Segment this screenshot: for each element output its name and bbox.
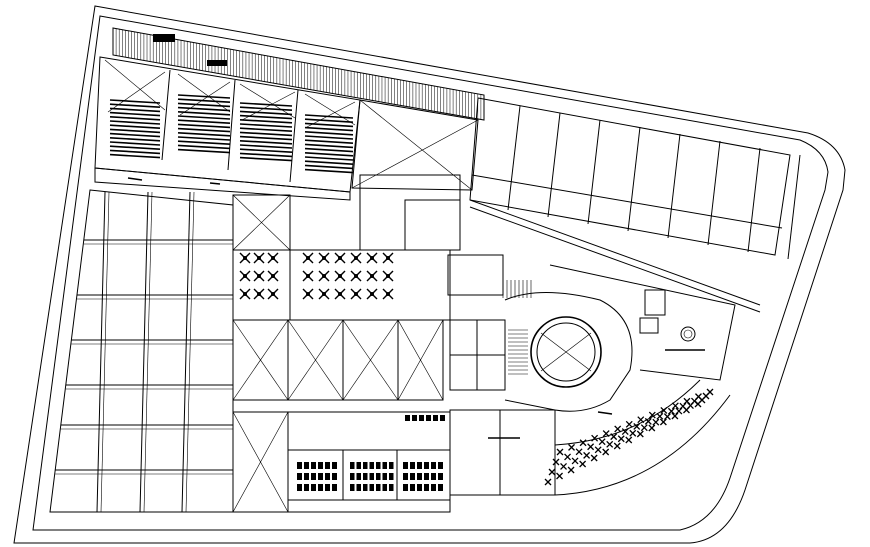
circular-atrium (502, 280, 633, 412)
right-upper-grid (469, 97, 801, 313)
central-blocks (232, 174, 556, 513)
site-boundary (13, 5, 846, 544)
curved-seating (544, 379, 731, 496)
auditorium-block (94, 56, 361, 201)
left-open-grid (49, 189, 234, 513)
right-sector (549, 264, 736, 415)
